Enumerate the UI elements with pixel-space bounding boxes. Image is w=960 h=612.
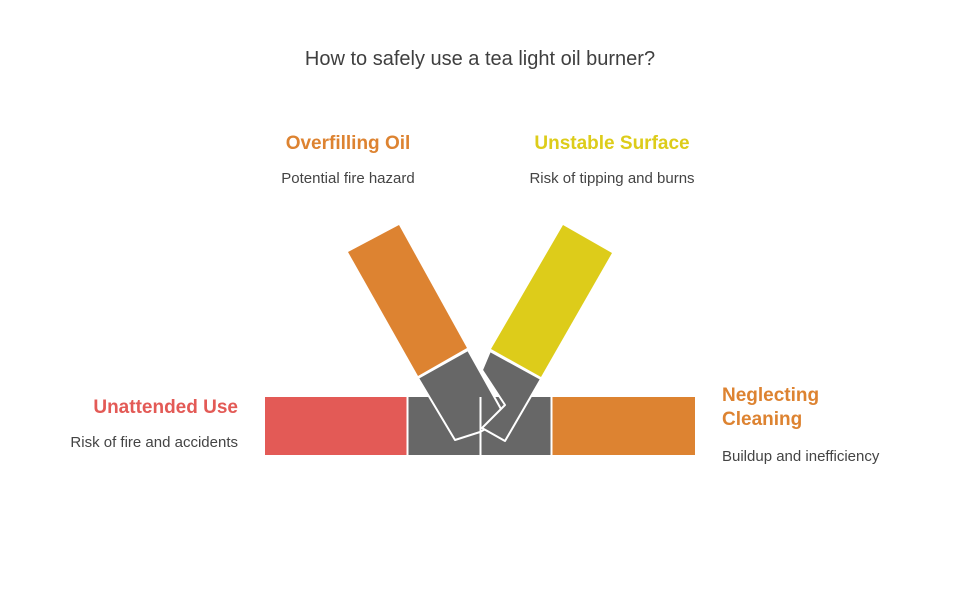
overfilling-title: Overfilling Oil: [285, 133, 411, 154]
label-neglecting: Neglecting Cleaning Buildup and ineffici…: [722, 384, 922, 465]
diagram-title: How to safely use a tea light oil burner…: [304, 48, 656, 70]
label-unstable: Unstable Surface Risk of tipping and bur…: [510, 132, 714, 187]
bar-neglecting: [552, 397, 695, 455]
unattended-title: Unattended Use: [93, 397, 238, 418]
bar-unstable: [491, 225, 612, 377]
hub-right-angled: [481, 350, 542, 442]
neglecting-title-line-2: Cleaning: [722, 409, 803, 430]
unstable-title: Unstable Surface: [534, 133, 690, 154]
bar-overfilling: [348, 225, 467, 376]
neglecting-title-line-1: Neglecting: [722, 385, 820, 406]
bar-unattended: [265, 397, 407, 455]
neglecting-desc: Buildup and inefficiency: [722, 448, 880, 465]
overfilling-desc: Potential fire hazard: [281, 170, 415, 187]
label-overfilling: Overfilling Oil Potential fire hazard: [262, 132, 434, 187]
label-unattended: Unattended Use Risk of fire and accident…: [40, 396, 238, 451]
unstable-desc: Risk of tipping and burns: [529, 170, 695, 187]
unattended-desc: Risk of fire and accidents: [70, 434, 238, 451]
